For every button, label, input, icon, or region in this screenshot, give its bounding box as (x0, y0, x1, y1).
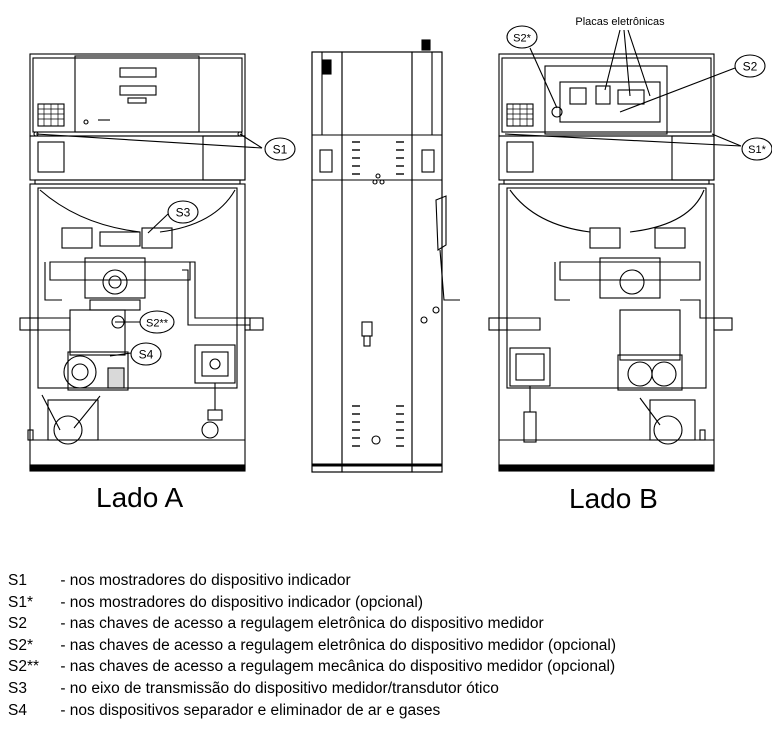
label-lado-b: Lado B (569, 483, 658, 514)
legend-code: S2** (8, 658, 40, 676)
legend-description: - nas chaves de acesso a regulagem eletr… (60, 636, 617, 654)
side-a-drawing (19, 53, 264, 472)
legend-item: S3 - no eixo de transmissão do dispositi… (8, 678, 768, 700)
legend-item: S2 - nas chaves de acesso a regulagem el… (8, 613, 768, 635)
legend-item: S2** - nas chaves de acesso a regulagem … (8, 656, 768, 678)
legend-code: S2* (8, 636, 33, 654)
callout-s4-text: S4 (139, 348, 154, 362)
legend-description: - nos dispositivos separador e eliminado… (60, 701, 441, 719)
callout-s2-text: S2 (743, 60, 758, 74)
callout-s3: S3 (147, 200, 199, 234)
callout-s4: S4 (109, 342, 162, 366)
legend-code: S3 (8, 679, 27, 697)
callout-placas: Placas eletrônicas (575, 16, 665, 97)
legend-code: S1 (8, 572, 27, 589)
dispenser-seal-diagram: S1 S3 S2** S4 S2* Placas eletrônicas S2 … (19, 16, 772, 473)
legend-code: S4 (8, 701, 27, 719)
legend-description: - nas chaves de acesso a regulagem mecân… (60, 658, 616, 676)
legend-description: - nos mostradores do dispositivo indicad… (60, 593, 424, 611)
seal-legend: S1 - nos mostradores do dispositivo indi… (8, 570, 768, 721)
callout-s2-double-text: S2** (146, 318, 169, 330)
callout-s1-left-text: S1 (273, 143, 288, 157)
profile-view-drawing (311, 39, 460, 473)
callout-s2-star-text: S2* (513, 33, 531, 45)
callout-placas-text: Placas eletrônicas (575, 16, 665, 28)
callout-s1-star-text: S1* (748, 144, 766, 156)
legend-description: - no eixo de transmissão do dispositivo … (60, 679, 499, 697)
legend-description: - nas chaves de acesso a regulagem eletr… (60, 615, 544, 633)
legend-code: S2 (8, 615, 27, 633)
callout-s2-double: S2** (115, 310, 175, 334)
legend-item: S1 - nos mostradores do dispositivo indi… (8, 570, 768, 592)
callout-s2-star: S2* (506, 25, 558, 109)
callout-s1-left: S1 (35, 133, 296, 161)
label-lado-a: Lado A (96, 482, 184, 513)
legend-item: S4 - nos dispositivos separador e elimin… (8, 700, 768, 722)
legend-code: S1* (8, 593, 33, 611)
callout-s2: S2 (619, 54, 766, 113)
callout-s3-text: S3 (176, 206, 191, 220)
side-b-drawing (488, 53, 733, 472)
legend-description: - nos mostradores do dispositivo indicad… (60, 572, 351, 589)
legend-item: S1* - nos mostradores do dispositivo ind… (8, 592, 768, 614)
legend-item: S2* - nas chaves de acesso a regulagem e… (8, 635, 768, 657)
callout-s1-star: S1* (504, 133, 772, 161)
